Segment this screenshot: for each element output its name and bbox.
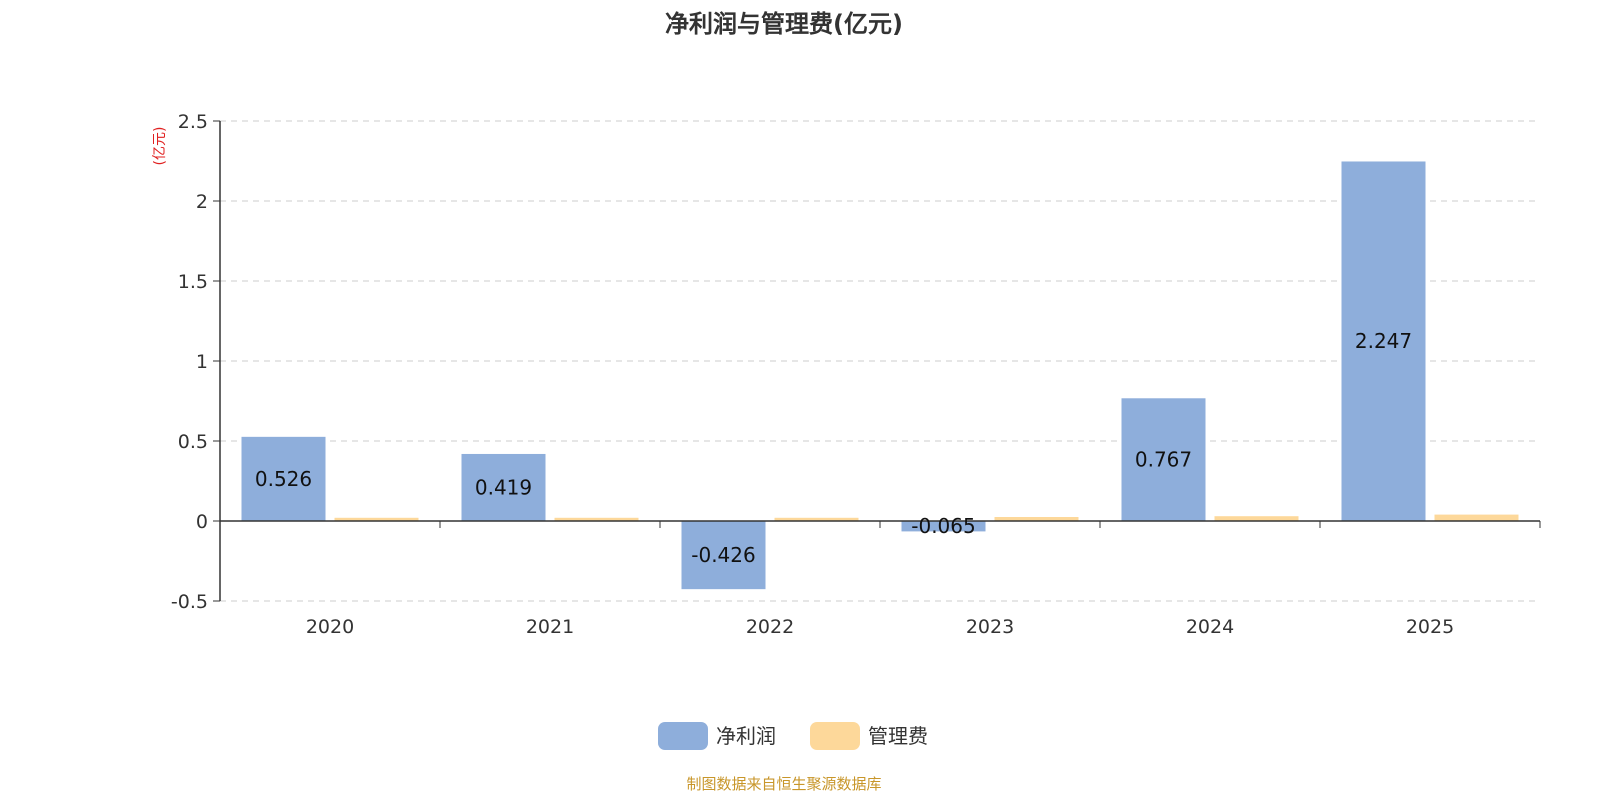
y-axis-unit: (亿元) — [152, 127, 168, 166]
data-label: 0.419 — [475, 475, 532, 499]
management-fee-bar — [774, 517, 859, 521]
source-note: 制图数据来自恒生聚源数据库 — [686, 775, 881, 793]
net-profit-bar — [1121, 398, 1206, 521]
y-tick-label: 2 — [196, 191, 208, 213]
data-label: -0.426 — [691, 543, 755, 567]
legend-swatch — [658, 722, 708, 750]
legend-item-management-fee[interactable]: 管理费 — [810, 722, 928, 750]
y-tick-label: 1.5 — [178, 271, 208, 293]
y-tick-label: -0.5 — [171, 591, 208, 613]
data-label: 0.526 — [255, 467, 312, 491]
management-fee-bar — [334, 517, 419, 521]
y-tick-label: 0 — [196, 511, 208, 533]
net-profit-bar — [901, 521, 986, 532]
y-tick-label: 1 — [196, 351, 208, 373]
legend-label: 净利润 — [716, 724, 776, 748]
net-profit-bar — [1341, 161, 1426, 522]
grid-lines — [220, 120, 1540, 602]
x-tick-label: 2021 — [526, 616, 574, 638]
data-label: 2.247 — [1355, 329, 1412, 353]
legend-label: 管理费 — [868, 724, 928, 748]
x-tick-label: 2022 — [746, 616, 794, 638]
net-profit-bar — [241, 436, 326, 521]
x-tick-label: 2023 — [966, 616, 1014, 638]
net-profit-bar — [681, 521, 766, 590]
y-tick-label: 0.5 — [178, 431, 208, 453]
axes: 2.5 2 1.5 1 0.5 0 -0.5 2020 2021 2022 2023 2024 2025 — [171, 111, 1541, 638]
management-fee-bar — [994, 517, 1079, 521]
x-tick-label: 2020 — [306, 616, 354, 638]
chart-title: 净利润与管理费(亿元) — [665, 10, 903, 38]
legend-item-net-profit[interactable]: 净利润 — [658, 722, 776, 750]
bars — [241, 161, 1519, 590]
data-labels: 0.526 0.419 -0.426 -0.065 0.767 2.247 — [255, 329, 1412, 567]
data-label: 0.767 — [1135, 448, 1192, 472]
net-profit-bar — [461, 453, 546, 521]
management-fee-bar — [1214, 516, 1299, 521]
x-tick-label: 2025 — [1406, 616, 1454, 638]
y-tick-label: 2.5 — [178, 111, 208, 133]
legend[interactable]: 净利润 管理费 — [658, 722, 928, 750]
management-fee-bar — [554, 517, 639, 521]
management-fee-bar — [1434, 514, 1519, 521]
x-tick-label: 2024 — [1186, 616, 1234, 638]
data-label: -0.065 — [911, 514, 975, 538]
legend-swatch — [810, 722, 860, 750]
